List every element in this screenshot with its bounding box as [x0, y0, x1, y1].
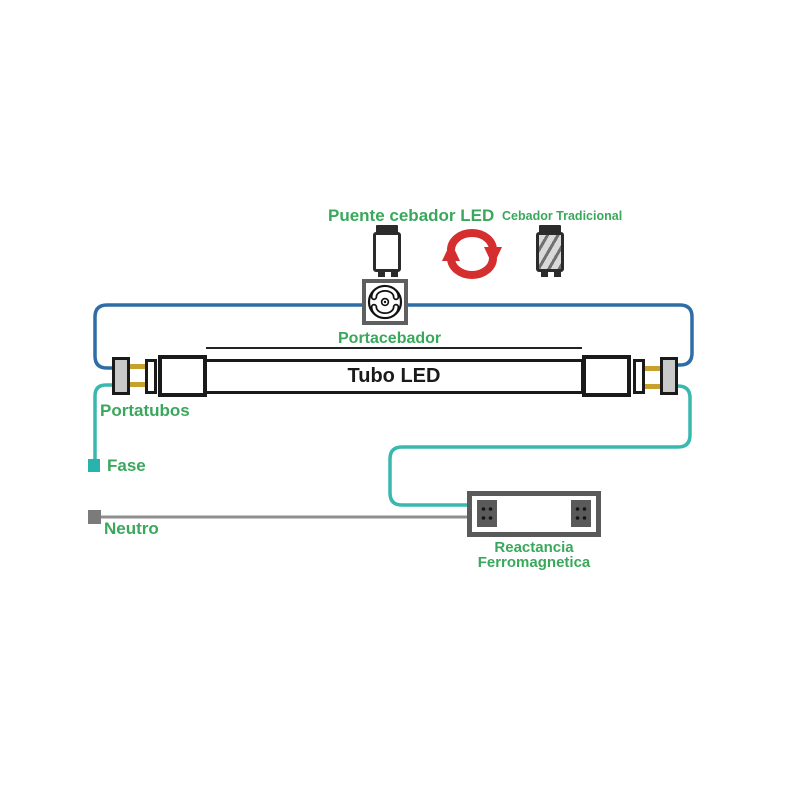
phase-terminal-icon	[88, 459, 100, 472]
ballast-label-line2: Ferromagnetica	[477, 554, 591, 571]
tube-pin-icon	[128, 382, 146, 387]
neutral-terminal-icon	[88, 510, 101, 524]
tube-top-edge	[206, 347, 582, 349]
tube-led-label: Tubo LED	[347, 365, 441, 387]
ballast-label: Reactancia Ferromagnetica	[454, 540, 614, 570]
traditional-starter-label: Cebador Tradicional	[502, 209, 623, 223]
tube-led: Tubo LED	[204, 359, 584, 394]
phase-label: Fase	[107, 456, 146, 475]
tube-pin-icon	[644, 366, 662, 371]
led-starter-label: Puente cebador LED	[328, 206, 495, 225]
ballast-terminal-left	[477, 500, 497, 527]
neutral-label: Neutro	[104, 519, 159, 538]
tube-pin-cap-right	[633, 359, 645, 394]
tube-end-cap-left	[158, 355, 207, 397]
swap-arrows-icon	[441, 226, 503, 282]
phase-teal-wire	[93, 383, 120, 459]
tube-holder-icon	[112, 357, 130, 395]
ballast-label-line1: Reactancia	[494, 539, 574, 556]
tube-holders-label: Portatubos	[100, 401, 190, 420]
ballast-teal-wire	[388, 384, 692, 507]
ballast-terminal-right	[571, 500, 591, 527]
tube-pin-cap-left	[145, 359, 157, 394]
tube-pin-icon	[128, 364, 146, 369]
tube-pin-icon	[644, 384, 662, 389]
tube-holder-icon	[660, 357, 678, 395]
starter-socket-icon	[362, 279, 408, 325]
socket-face	[367, 284, 403, 320]
socket-label: Portacebador	[338, 330, 442, 347]
tube-end-cap-right	[582, 355, 631, 397]
